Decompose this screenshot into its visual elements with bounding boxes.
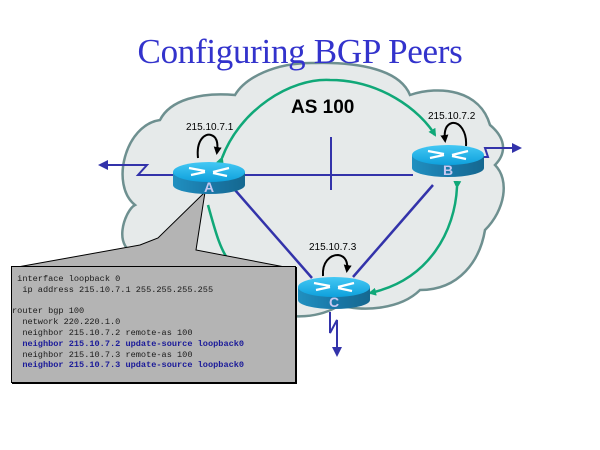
slide-title: Configuring BGP Peers <box>137 32 463 71</box>
config-line <box>12 296 295 307</box>
loopback-icon-b <box>440 121 468 147</box>
router-label-a: A <box>204 179 214 195</box>
ibgp-session-b-c <box>368 180 462 296</box>
config-line: neighbor 215.10.7.2 remote-as 100 <box>12 327 193 338</box>
router-a-config-callout: interface loopback 0 ip address 215.10.7… <box>11 266 296 383</box>
config-line: interface loopback 0 <box>12 274 121 284</box>
loopback-ip-a: 215.10.7.1 <box>186 122 234 133</box>
ibgp-session-a-b <box>216 78 437 166</box>
external-link-c <box>329 312 342 357</box>
loopback-ip-c: 215.10.7.3 <box>309 242 357 253</box>
loopback-icon-a <box>196 133 222 159</box>
loopback-ip-b: 215.10.7.2 <box>428 111 476 122</box>
config-line: router bgp 100 <box>12 306 85 317</box>
router-a[interactable]: A <box>173 162 245 195</box>
router-arrows-icon <box>427 149 469 161</box>
config-line-highlighted: neighbor 215.10.7.3 update-source loopba… <box>12 360 245 371</box>
config-line-highlighted: neighbor 215.10.7.2 update-source loopba… <box>12 338 245 349</box>
as-label: AS 100 <box>291 97 354 118</box>
external-link-a <box>98 160 173 176</box>
loopback-icon-c <box>321 253 352 277</box>
router-label-c: C <box>329 294 339 310</box>
router-arrows-icon <box>188 166 230 178</box>
config-line: network 220.220.1.0 <box>12 317 121 328</box>
config-line: neighbor 215.10.7.3 remote-as 100 <box>12 349 193 360</box>
router-b[interactable]: B <box>412 145 484 178</box>
link-a-c <box>234 189 313 279</box>
router-c[interactable]: C <box>298 277 370 310</box>
router-label-b: B <box>443 162 453 178</box>
config-line: ip address 215.10.7.1 255.255.255.255 <box>12 284 214 295</box>
router-arrows-icon <box>313 281 355 293</box>
